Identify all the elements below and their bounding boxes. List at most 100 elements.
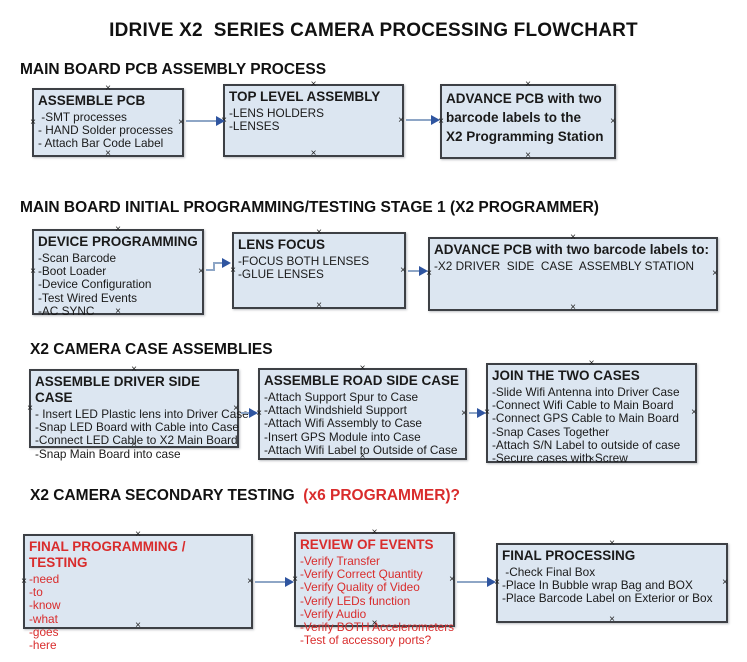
connection-handle-icon: × bbox=[712, 268, 718, 279]
box-item: -Test of accessory ports? bbox=[300, 633, 432, 648]
heading-black-part: X2 CAMERA SECONDARY TESTING bbox=[30, 487, 304, 504]
box-items: -FOCUS BOTH LENSES-GLUE LENSES bbox=[238, 254, 400, 282]
box-top-level-assembly[interactable]: TOP LEVEL ASSEMBLY -LENS HOLDERS-LENSES … bbox=[221, 80, 404, 159]
box-item: -Insert GPS Module into Case bbox=[264, 429, 421, 444]
box-items: -LENS HOLDERS-LENSES bbox=[229, 106, 398, 134]
box-items: -Check Final Box-Place In Bubble wrap Ba… bbox=[502, 565, 722, 606]
connection-handle-icon: × bbox=[30, 266, 36, 277]
box-item: -GLUE LENSES bbox=[238, 267, 324, 282]
box-item: -Snap Main Board into case bbox=[35, 446, 181, 461]
connection-handle-icon: × bbox=[400, 264, 406, 276]
connection-handle-icon: × bbox=[609, 614, 615, 625]
box-final-programming-testing[interactable]: FINAL PROGRAMMING / TESTING -need-to-kno… bbox=[21, 530, 253, 652]
connection-handle-icon: × bbox=[178, 116, 184, 128]
box-item: -FOCUS BOTH LENSES bbox=[238, 254, 370, 268]
box-item: -Scan Barcode bbox=[38, 251, 117, 265]
connection-handle-icon: × bbox=[398, 114, 404, 126]
box-items: -Attach Support Spur to Case-Attach Wind… bbox=[264, 390, 461, 457]
connection-handle-icon: × bbox=[198, 266, 204, 277]
box-assemble-driver-side-case[interactable]: ASSEMBLE DRIVER SIDE CASE - Insert LED P… bbox=[27, 365, 249, 461]
box-assemble-pcb[interactable]: ASSEMBLE PCB -SMT processes- HAND Solder… bbox=[30, 84, 184, 159]
box-title: ASSEMBLE PCB bbox=[38, 93, 146, 108]
box-title: ADVANCE PCB with two barcode labels to t… bbox=[446, 91, 604, 144]
box-item: -Snap Cases Together bbox=[492, 424, 610, 439]
box-item: -Connect Wifi Cable to Main Board bbox=[492, 398, 674, 413]
box-title: ASSEMBLE ROAD SIDE CASE bbox=[264, 373, 460, 388]
box-item: -Verify Quality of Video bbox=[300, 580, 420, 595]
box-title: LENS FOCUS bbox=[238, 237, 326, 252]
box-title: ADVANCE PCB with two barcode labels to: bbox=[434, 242, 710, 257]
connection-handle-icon: × bbox=[27, 402, 33, 414]
connection-handle-icon: × bbox=[570, 302, 576, 313]
connection-handle-icon: × bbox=[247, 575, 253, 587]
box-item: -Attach Wifi Label to Outside of Case bbox=[264, 442, 458, 457]
box-item: -LENSES bbox=[229, 119, 280, 134]
box-item: -to bbox=[29, 585, 43, 600]
box-items: - Insert LED Plastic lens into Driver Ca… bbox=[35, 407, 249, 461]
box-item: -Test Wired Events bbox=[38, 290, 137, 305]
box-item: -AC SYNC bbox=[38, 303, 95, 318]
box-item: -goes bbox=[29, 624, 59, 639]
box-items: -X2 DRIVER SIDE CASE ASSEMBLY STATION bbox=[434, 259, 712, 273]
box-item: -Verify Correct Quantity bbox=[300, 567, 423, 582]
box-item: -Connect LED Cable to X2 Main Board bbox=[35, 433, 238, 448]
box-item: -Boot Loader bbox=[38, 264, 107, 279]
box-item: -Check Final Box bbox=[502, 565, 596, 579]
box-item: - Attach Bar Code Label bbox=[38, 136, 164, 151]
box-final-processing[interactable]: FINAL PROCESSING -Check Final Box-Place … bbox=[494, 539, 728, 625]
connection-handle-icon: × bbox=[316, 300, 322, 311]
box-item: -Attach S/N Label to outside of case bbox=[492, 437, 681, 452]
box-item: -Attach Support Spur to Case bbox=[264, 390, 419, 404]
box-item: -Device Configuration bbox=[38, 277, 152, 292]
connection-handle-icon: × bbox=[461, 408, 467, 419]
connection-handle-icon: × bbox=[525, 150, 531, 161]
box-item: -need bbox=[29, 572, 60, 586]
box-item: - Insert LED Plastic lens into Driver Ca… bbox=[35, 407, 249, 421]
heading-red-part: (x6 PROGRAMMER)? bbox=[303, 487, 461, 504]
box-item: - HAND Solder processes bbox=[38, 123, 174, 138]
page-title: IDRIVE X2 SERIES CAMERA PROCESSING FLOWC… bbox=[109, 20, 638, 41]
box-advance-pcb-programming-station[interactable]: ADVANCE PCB with two barcode labels to t… bbox=[438, 80, 616, 161]
box-assemble-road-side-case[interactable]: ASSEMBLE ROAD SIDE CASE -Attach Support … bbox=[256, 364, 467, 462]
connection-handle-icon: × bbox=[310, 148, 317, 159]
box-item: -SMT processes bbox=[38, 110, 127, 124]
box-title: FINAL PROCESSING bbox=[502, 548, 636, 563]
box-title: ASSEMBLE DRIVER SIDE CASE bbox=[35, 374, 201, 405]
box-item: -Verify Audio bbox=[300, 606, 367, 621]
box-items: -SMT processes- HAND Solder processes- A… bbox=[38, 110, 178, 151]
box-item: -Secure cases with Screw bbox=[492, 451, 628, 466]
box-device-programming[interactable]: DEVICE PROGRAMMING -Scan Barcode-Boot Lo… bbox=[30, 225, 204, 318]
box-item: -Snap LED Board with Cable into Case bbox=[35, 420, 239, 435]
box-title: REVIEW OF EVENTS bbox=[300, 537, 434, 552]
connection-handle-icon: × bbox=[30, 116, 36, 128]
connection-handle-icon: × bbox=[691, 407, 697, 418]
box-item: -Place In Bubble wrap Bag and BOX bbox=[502, 578, 693, 593]
box-item: -Connect GPS Cable to Main Board bbox=[492, 411, 679, 426]
box-title: JOIN THE TWO CASES bbox=[492, 368, 640, 383]
box-items: -Slide Wifi Antenna into Driver Case-Con… bbox=[492, 385, 691, 466]
box-title: FINAL PROGRAMMING / TESTING bbox=[29, 539, 186, 570]
box-review-of-events[interactable]: REVIEW OF EVENTS -Verify Transfer-Verify… bbox=[292, 528, 455, 647]
section-heading-secondary-testing: X2 CAMERA SECONDARY TESTING (x6 PROGRAMM… bbox=[30, 487, 460, 505]
box-item: -know bbox=[29, 598, 61, 613]
box-item: -X2 DRIVER SIDE CASE ASSEMBLY STATION bbox=[434, 259, 695, 273]
connection-handle-icon: × bbox=[449, 573, 455, 585]
section-heading-initial-programming: MAIN BOARD INITIAL PROGRAMMING/TESTING S… bbox=[20, 199, 599, 216]
box-item: -Verify LEDs function bbox=[300, 593, 411, 608]
box-title: TOP LEVEL ASSEMBLY bbox=[229, 89, 381, 104]
connection-handle-icon: × bbox=[610, 115, 616, 127]
box-join-the-two-cases[interactable]: JOIN THE TWO CASES -Slide Wifi Antenna i… bbox=[484, 359, 697, 466]
connection-handle-icon: × bbox=[722, 577, 728, 588]
box-item: -Place Barcode Label on Exterior or Box bbox=[502, 591, 713, 606]
box-item: -Attach Windshield Support bbox=[264, 403, 407, 418]
box-lens-focus[interactable]: LENS FOCUS -FOCUS BOTH LENSES-GLUE LENSE… bbox=[230, 228, 406, 311]
connection-handle-icon: × bbox=[21, 575, 27, 587]
box-item: -Verify Transfer bbox=[300, 554, 380, 568]
box-item: -Verify BOTH Accelerometers bbox=[300, 620, 455, 635]
box-advance-pcb-driver-side-station[interactable]: ADVANCE PCB with two barcode labels to: … bbox=[426, 233, 718, 313]
box-items: -Scan Barcode-Boot Loader-Device Configu… bbox=[38, 251, 198, 318]
box-items: -Verify Transfer-Verify Correct Quantity… bbox=[300, 554, 455, 648]
box-item: -here bbox=[29, 638, 57, 653]
box-item: -Slide Wifi Antenna into Driver Case bbox=[492, 385, 680, 399]
